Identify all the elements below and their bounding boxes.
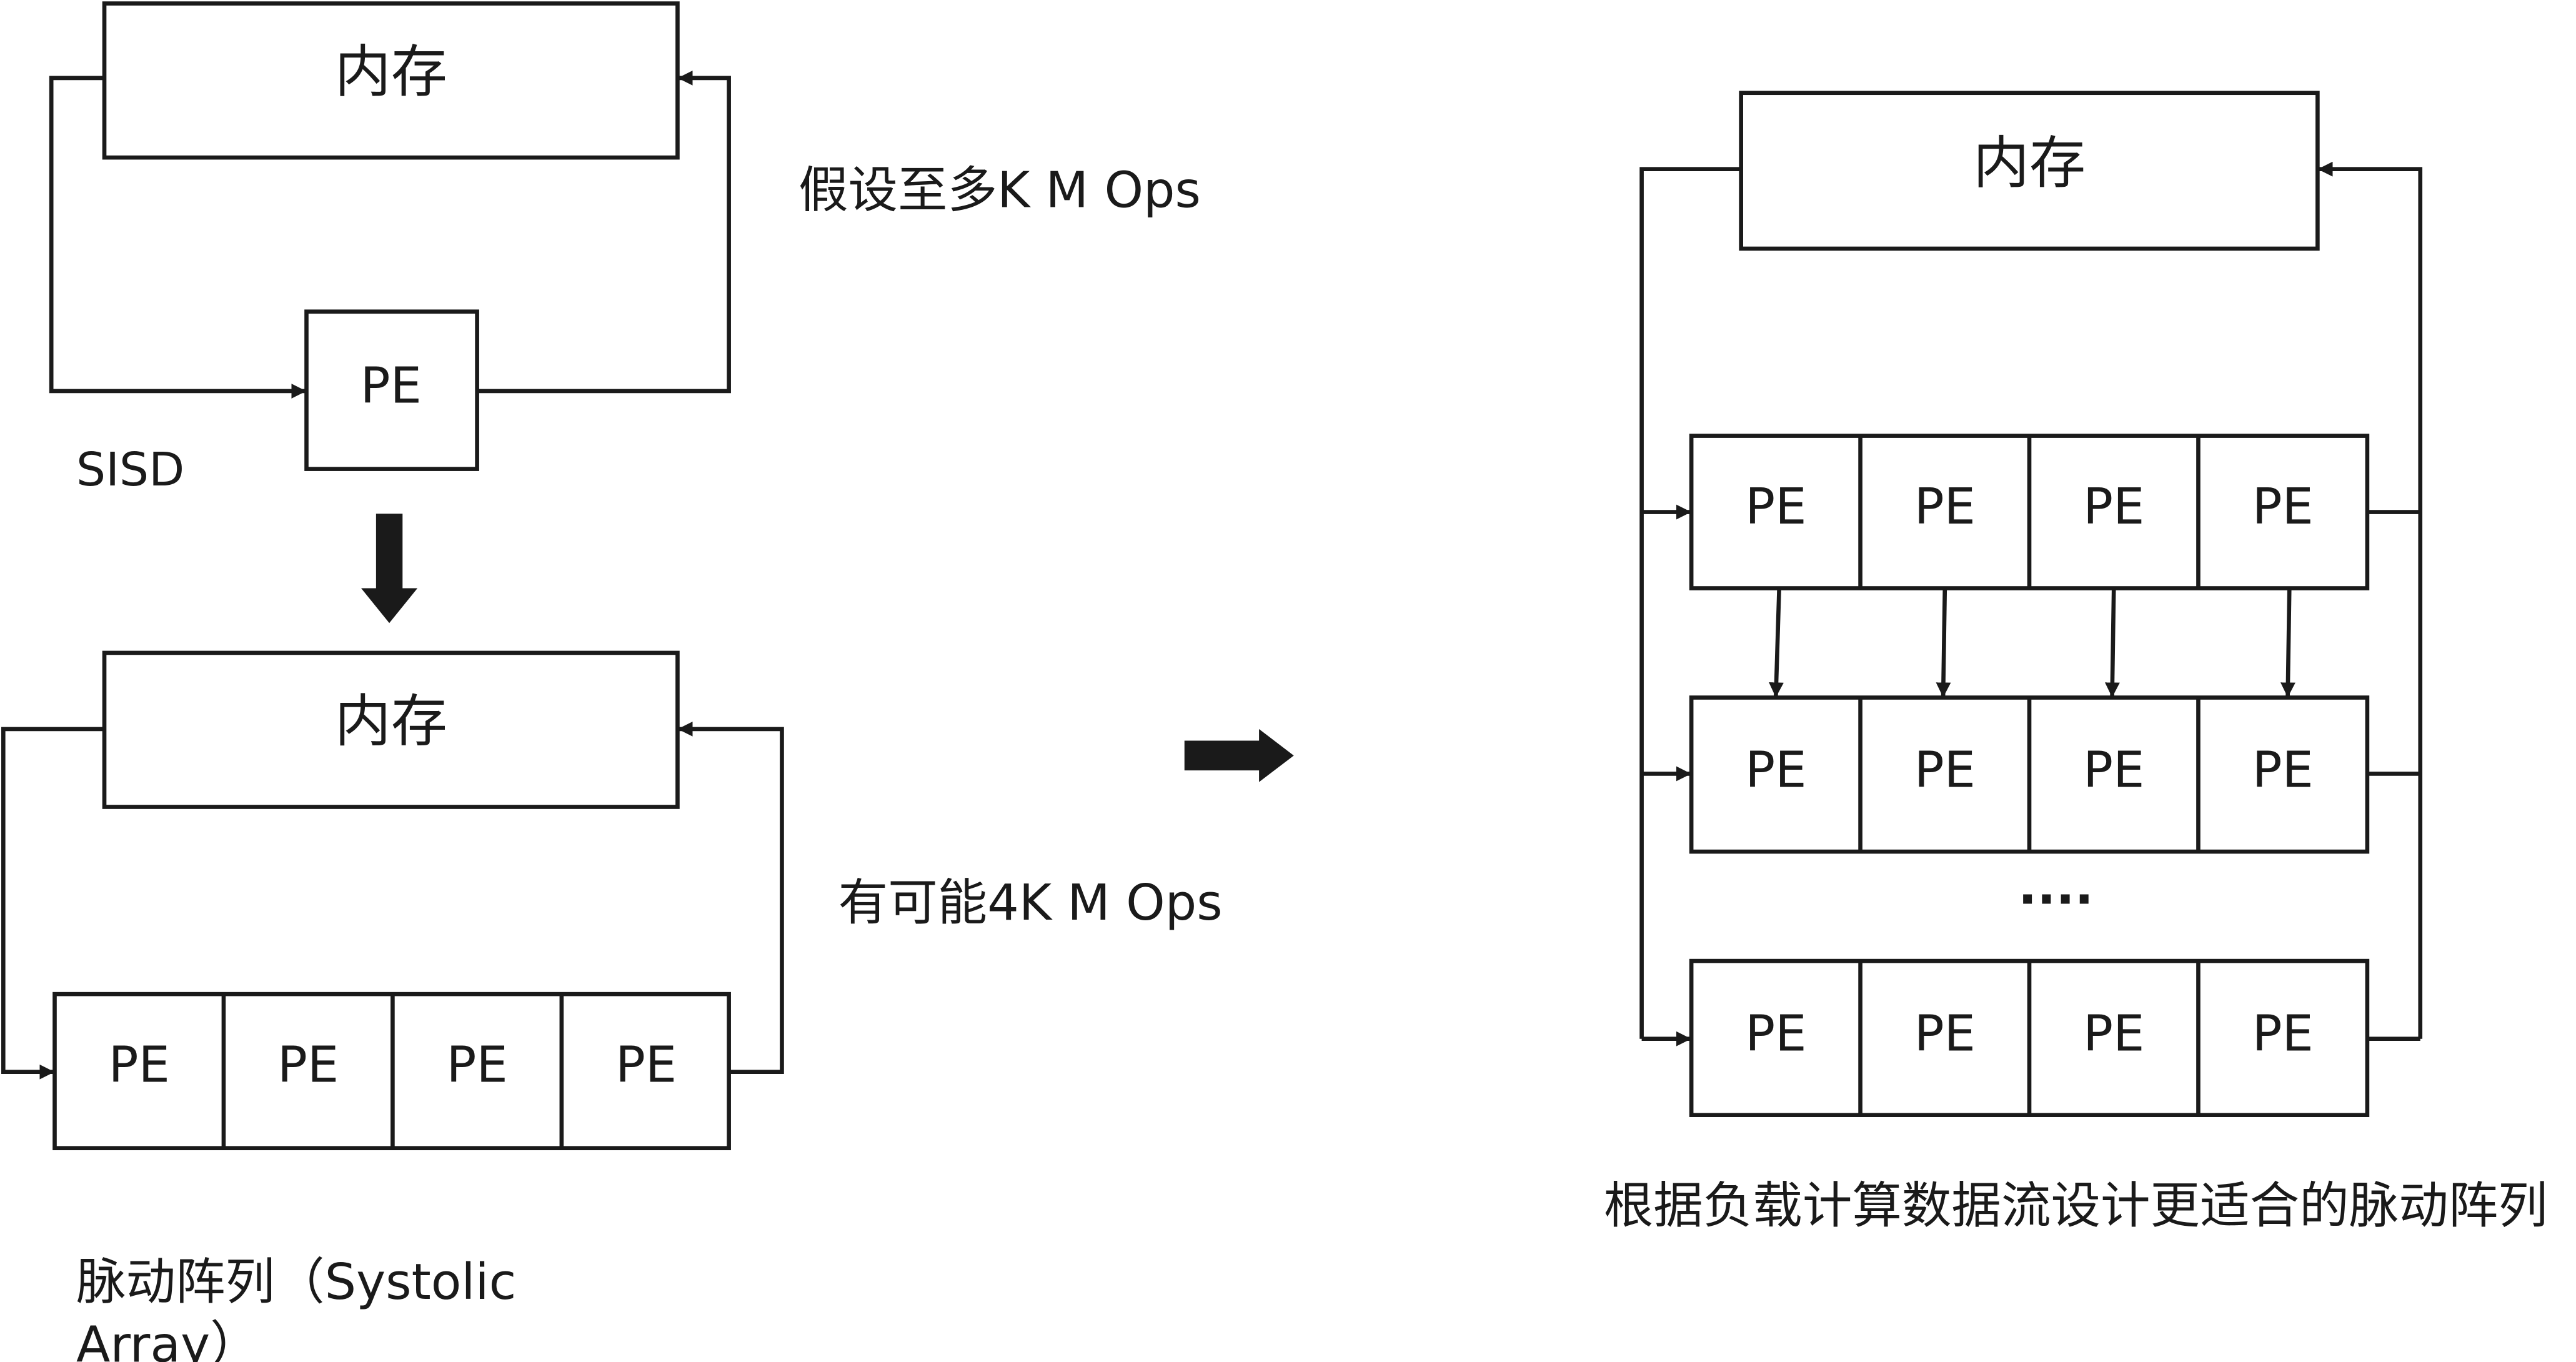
grid-memory-label: 内存 [1973,131,2086,196]
systolic-ops-note: 有可能4K M Ops [838,873,1223,932]
systolic-pe-label: PE [109,1036,170,1094]
systolic-caption-line1: 脉动阵列（Systolic [76,1253,516,1311]
grid-pe-label: PE [2083,741,2144,799]
grid-pe-label: PE [2252,741,2314,799]
grid-pe-label: PE [1745,477,1806,535]
grid-pe-label: PE [2252,477,2314,535]
grid-pe-label: PE [1745,741,1806,799]
grid-down-arrow [2280,588,2295,698]
sisd-memory-to-pe-arrow [49,76,307,399]
grid-pe-label: PE [1914,1004,1976,1062]
grid-pe-label: PE [2252,1004,2314,1062]
grid-memory-bus-left [1639,167,1741,1039]
systolic-diagram: 内存 PE PE PE PE 有可能4K M Ops 脉动阵列（Systolic… [1,650,1223,1362]
grid-pe-label: PE [1745,1004,1806,1062]
systolic-memory-label: 内存 [335,688,447,754]
grid-pe-label: PE [2083,1004,2144,1062]
sisd-pe-to-memory-arrow [477,70,731,394]
grid-pe-label: PE [1914,741,1976,799]
grid-down-arrow [2104,588,2120,698]
down-transition-arrow [361,514,418,624]
grid-pe-label: PE [2083,477,2144,535]
systolic-caption-line2: Array） [76,1316,260,1362]
right-transition-arrow [1184,728,1294,782]
grid-down-arrow [1769,588,1784,698]
systolic-pe-label: PE [277,1036,339,1094]
sisd-memory-label: 内存 [335,39,447,105]
sisd-pe-label: PE [361,357,422,415]
grid-memory-bus-right [2317,161,2423,1039]
sisd-diagram: 内存 PE SISD 假设至多K M Ops [49,1,1201,497]
systolic-pe-label: PE [615,1036,677,1094]
grid-ellipsis: ···· [2018,870,2094,928]
systolic-pe-to-memory-arrow [677,721,784,1075]
grid-caption: 根据负载计算数据流设计更适合的脉动阵列 [1604,1176,2548,1235]
grid-pe-label: PE [1914,477,1976,535]
sisd-ops-note: 假设至多K M Ops [798,161,1201,219]
systolic-pe-label: PE [447,1036,508,1094]
grid-down-arrow [1936,588,1951,698]
sisd-memory-box [102,1,680,160]
sisd-caption: SISD [76,442,184,497]
systolic-grid-diagram: 内存 PE PE PE PE PE PE PE PE PE PE PE PE [1604,91,2548,1235]
systolic-memory-to-pe-arrow [1,727,105,1080]
